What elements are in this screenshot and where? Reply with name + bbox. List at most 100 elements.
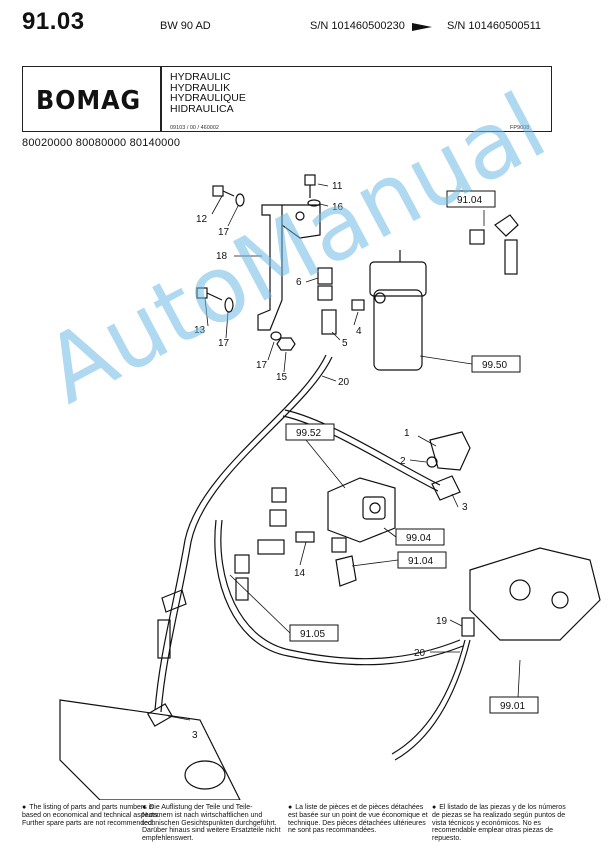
- ref-box-91-04-b: [397, 551, 447, 569]
- callout-12: 12: [196, 214, 208, 225]
- part-numbers: 80020000 80080000 80140000: [22, 137, 181, 149]
- fitting-91-04-c: [504, 239, 518, 275]
- callout-18: 18: [216, 251, 228, 262]
- ref-99-04: 99.04: [406, 533, 431, 544]
- hose-20-upper: [154, 354, 327, 711]
- brand-logo: BOMAG: [36, 86, 142, 116]
- arrow-right-icon: [412, 23, 432, 31]
- ref-box-91-05: [289, 624, 339, 642]
- washer-17c: [270, 331, 282, 341]
- fitting-3-right: [431, 475, 461, 501]
- bolt-11: [304, 174, 316, 186]
- washer-17a: [235, 193, 245, 207]
- doc-code: 09103 / 00 / 460002: [170, 125, 219, 131]
- bullet-icon: ●: [142, 804, 147, 811]
- ref-box-99-50: [471, 355, 521, 373]
- ref-box-99-01: [489, 696, 539, 714]
- fitting-left-a: [271, 487, 287, 503]
- title-block: [22, 66, 552, 132]
- frame-bottom: [59, 699, 241, 800]
- callout-16: 16: [332, 202, 344, 213]
- bullet-icon: ●: [22, 804, 27, 811]
- bolt-13: [196, 287, 208, 299]
- callout-1: 1: [404, 428, 410, 439]
- title-block-divider: [160, 66, 162, 132]
- title-de: HYDRAULIK: [170, 81, 231, 94]
- ref-99-50: 99.50: [482, 360, 507, 371]
- ref-99-52: 99.52: [296, 428, 321, 439]
- fitting-5: [321, 309, 337, 335]
- nut-15: [276, 337, 296, 351]
- footer-es-text: El listado de las piezas y de los número…: [432, 804, 566, 843]
- callout-2: 2: [400, 456, 406, 467]
- callout-11: 11: [332, 181, 343, 192]
- hose-91-05: [220, 519, 461, 660]
- pump-99-01: [469, 547, 601, 641]
- callout-3b: 3: [192, 730, 198, 741]
- callout-17a: 17: [218, 227, 230, 238]
- callout-14: 14: [294, 568, 306, 579]
- fitting-19: [461, 617, 475, 637]
- callout-13: 13: [194, 325, 206, 336]
- section-number: 91.03: [22, 8, 85, 35]
- footer-en: ●The listing of parts and parts numbers …: [22, 804, 162, 827]
- callout-19: 19: [436, 616, 448, 627]
- serial-to: S/N 101460500511: [447, 20, 541, 32]
- model-name: BW 90 AD: [160, 20, 211, 32]
- fitting-left-b: [257, 539, 285, 555]
- fitting-14: [295, 531, 315, 543]
- callout-5: 5: [342, 338, 348, 349]
- bracket-top-plate: [281, 204, 321, 239]
- bullet-icon: ●: [432, 804, 437, 811]
- serial-from: S/N 101460500230: [310, 20, 405, 32]
- fitting-91-04-b: [494, 214, 519, 237]
- ref-91-04-b: 91.04: [408, 556, 433, 567]
- bolt-12: [212, 185, 224, 197]
- figure-code: FP9008: [510, 125, 530, 131]
- title-list: HYDRAULIC HYDRAULIK HYDRAULIQUE HIDRAULI…: [170, 72, 246, 114]
- callout-20a: 20: [338, 377, 350, 388]
- hose-20-lower: [394, 639, 471, 761]
- seal-2: [426, 456, 438, 468]
- fitting-left-c: [235, 577, 249, 601]
- callout-20b: 20: [414, 648, 426, 659]
- washer-17b: [224, 297, 234, 313]
- filter-head: [369, 261, 427, 297]
- title-fr: HYDRAULIQUE: [170, 92, 246, 104]
- footer-de: ●Die Auflistung der Teile und Teile-Numm…: [142, 804, 282, 843]
- footer-fr-text: La liste de pièces et de pièces détachée…: [288, 804, 428, 835]
- callout-3a: 3: [462, 502, 468, 513]
- fitting-91-04-d: [335, 555, 357, 587]
- title-en: HYDRAULIC: [170, 71, 231, 83]
- bullet-icon: ●: [288, 804, 293, 811]
- footer-en-text: The listing of parts and parts numbers i…: [22, 804, 160, 827]
- fitting-91-04-a: [469, 229, 485, 245]
- bracket-hole: [295, 211, 305, 221]
- hose-to-fitting-3: [284, 409, 441, 486]
- exploded-parts-drawing: 91.04 99.50 99.52 99.04 91.04 91.05 99.0…: [59, 174, 601, 800]
- callout-6: 6: [296, 277, 302, 288]
- footer-de-text: Die Auflistung der Teile und Teile-Numme…: [142, 804, 281, 843]
- fitting-left-d: [161, 589, 187, 613]
- bracket-18: [257, 204, 283, 331]
- title-es: HIDRAULICA: [170, 102, 234, 115]
- ref-99-01: 99.01: [500, 701, 525, 712]
- callout-17b: 17: [218, 338, 230, 349]
- callout-15: 15: [276, 372, 288, 383]
- fitting-4: [351, 299, 365, 311]
- ref-box-99-52: [285, 423, 335, 441]
- ref-box-91-04-a: [446, 190, 496, 208]
- footer-fr: ●La liste de pièces et de pièces détaché…: [288, 804, 428, 835]
- callout-17c: 17: [256, 360, 268, 371]
- washer-16: [307, 199, 321, 207]
- ref-91-04-a: 91.04: [457, 195, 482, 206]
- tank-cap: [184, 760, 226, 790]
- fitting-6: [317, 267, 333, 285]
- filter-99-50: [373, 289, 423, 371]
- fitting-3-bottom: [147, 703, 173, 727]
- callout-4: 4: [356, 326, 362, 337]
- ref-91-05: 91.05: [300, 629, 325, 640]
- footer-es: ●El listado de las piezas y de los númer…: [432, 804, 572, 843]
- ref-box-99-04: [395, 528, 445, 546]
- valve-block-99-52: [327, 477, 396, 543]
